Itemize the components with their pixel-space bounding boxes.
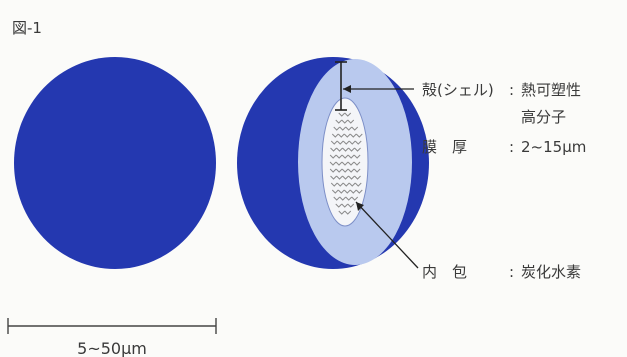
core-leader — [355, 201, 419, 269]
figure-label: 図-1 — [12, 19, 42, 37]
core-hatching — [329, 112, 363, 215]
whole-sphere — [14, 57, 216, 269]
shell-label-colon: : — [509, 81, 514, 99]
thickness-arrow — [335, 61, 347, 111]
shell-label: 殻(シェル) — [422, 81, 494, 99]
scale-label: 5~50μm — [77, 339, 147, 357]
thickness-value: 2~15μm — [521, 138, 586, 156]
shell-material-line2: 高分子 — [521, 108, 566, 126]
core-material: 炭化水素 — [521, 263, 581, 281]
thickness-label-colon: : — [509, 138, 514, 156]
shell-leader — [343, 85, 414, 93]
scale-bar — [7, 318, 217, 334]
shell-material-line1: 熱可塑性 — [521, 81, 581, 99]
thickness-label: 膜 厚 — [422, 138, 467, 156]
core-label: 内 包 — [422, 263, 467, 281]
core-label-colon: : — [509, 263, 514, 281]
core-contents — [321, 97, 369, 227]
